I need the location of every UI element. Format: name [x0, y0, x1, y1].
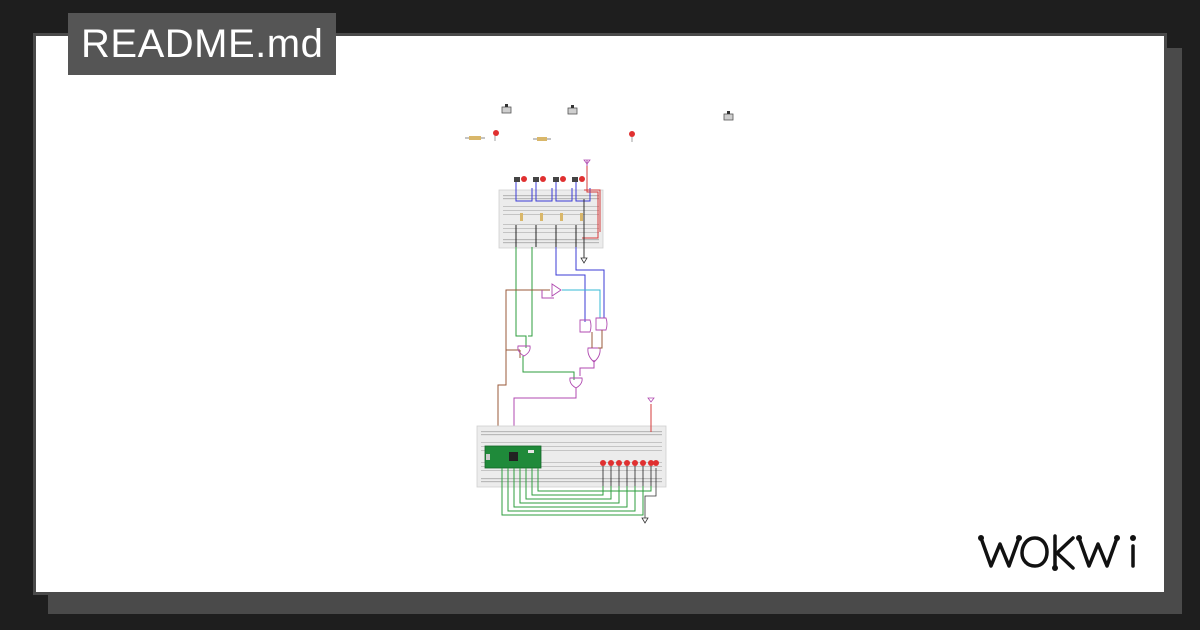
led-row[interactable]	[600, 460, 659, 486]
led[interactable]	[493, 130, 499, 141]
led[interactable]	[629, 131, 635, 142]
raspberry-pi-pico[interactable]	[484, 445, 542, 469]
logic-gates[interactable]	[497, 247, 608, 445]
page-title: README.md	[68, 13, 337, 75]
wokwi-logo	[978, 534, 1136, 571]
slide-switch[interactable]	[567, 105, 578, 115]
breadboard-bottom[interactable]	[476, 397, 667, 524]
slide-switch[interactable]	[501, 104, 512, 114]
slide-switch[interactable]	[723, 111, 734, 121]
breadboard-top[interactable]	[498, 159, 604, 264]
resistor[interactable]	[465, 136, 485, 140]
resistor[interactable]	[533, 137, 551, 141]
